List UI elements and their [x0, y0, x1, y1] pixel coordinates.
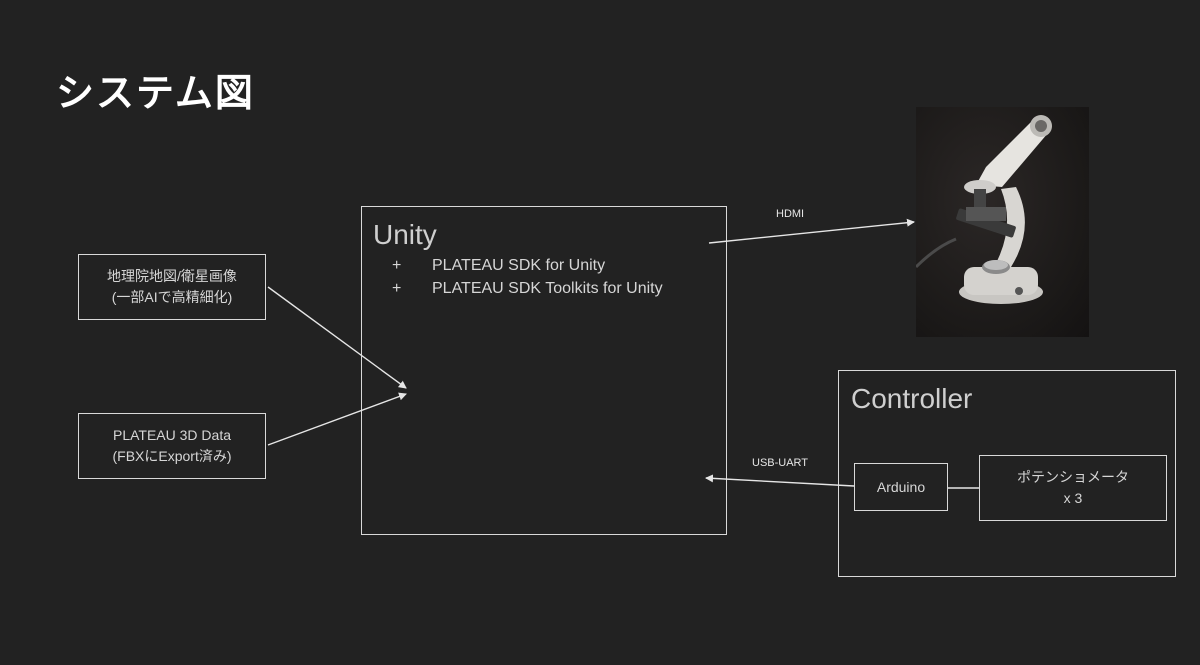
unity-item-label: PLATEAU SDK for Unity	[432, 257, 606, 274]
arrow-usb-uart	[705, 474, 855, 487]
arrow-map-to-unity	[267, 286, 407, 389]
arrow-hdmi	[708, 218, 915, 244]
arduino-label: Arduino	[876, 478, 926, 495]
bullet-plus: +	[392, 257, 402, 274]
source-sublabel: (FBXにExport済み)	[112, 448, 232, 464]
controller-title: Controller	[851, 383, 973, 414]
arrow-plateau-to-unity	[267, 392, 407, 446]
potentiometer-label: ポテンショメータ	[1017, 469, 1129, 485]
microscope-icon	[916, 115, 1052, 304]
unity-item: + PLATEAU SDK for Unity	[392, 257, 605, 275]
usb-uart-label: USB-UART	[752, 457, 809, 469]
unity-item-label: PLATEAU SDK Toolkits for Unity	[432, 280, 663, 297]
unity-box: Unity + PLATEAU SDK for Unity + PLATEAU SD…	[361, 206, 727, 535]
source-box-map-imagery: 地理院地図/衛星画像 (一部AIで高精細化)	[78, 254, 266, 320]
source-sublabel: (一部AIで高精細化)	[111, 289, 233, 305]
bullet-plus: +	[392, 280, 402, 297]
arduino-box: Arduino	[854, 463, 948, 511]
page-title: システム図	[56, 70, 255, 115]
source-label: PLATEAU 3D Data	[112, 427, 231, 443]
potentiometer-count: x 3	[1063, 490, 1083, 506]
unity-title: Unity	[373, 219, 437, 250]
hdmi-label: HDMI	[776, 208, 805, 220]
potentiometer-box: ポテンショメータ x 3	[979, 455, 1167, 521]
controller-box: Controller	[838, 370, 1176, 577]
source-label: 地理院地図/衛星画像	[107, 268, 237, 284]
source-box-plateau-data: PLATEAU 3D Data (FBXにExport済み)	[78, 413, 266, 479]
unity-item: + PLATEAU SDK Toolkits for Unity	[392, 280, 663, 298]
microscope-photo	[916, 107, 1089, 337]
